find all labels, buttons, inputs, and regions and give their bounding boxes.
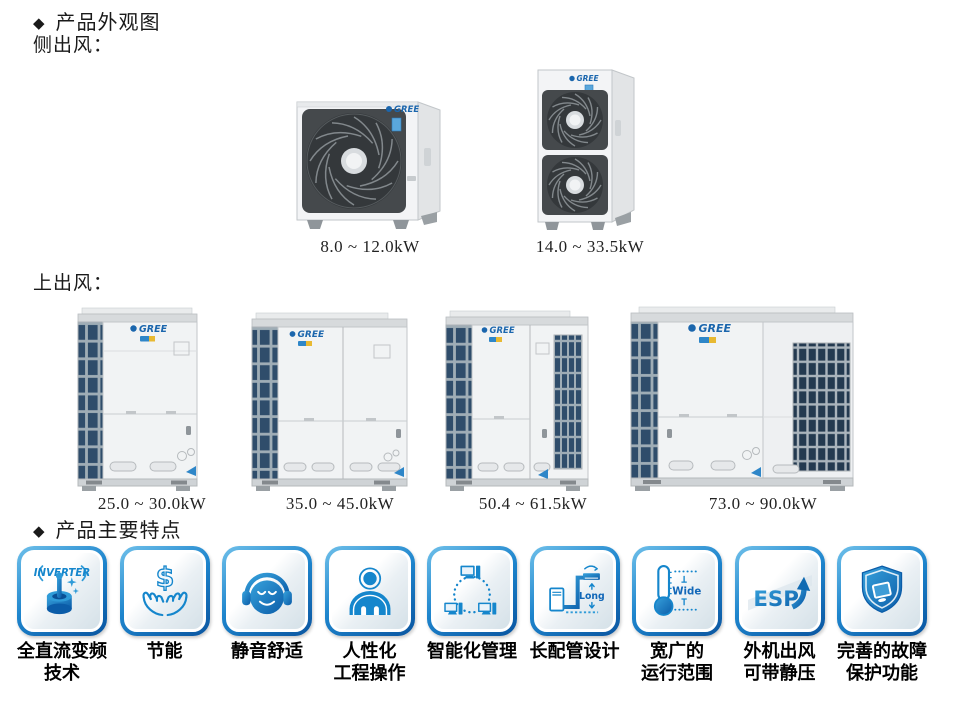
feature-wide-operating-range: Wide 宽广的运行范围: [629, 546, 725, 685]
svg-text:ESP: ESP: [753, 587, 799, 612]
capacity-range-label: 14.0 ~ 33.5kW: [535, 237, 645, 256]
svg-text:GREE: GREE: [298, 330, 325, 340]
feature-tile: [324, 546, 415, 636]
outdoor-unit-image-14-33kw: GREE: [527, 60, 654, 233]
section-heading-appearance: ◆ 产品外观图: [33, 6, 161, 35]
feature-tile: Wide: [632, 546, 722, 636]
capacity-range-label: 25.0 ~ 30.0kW: [97, 494, 207, 513]
diamond-bullet: ◆: [33, 16, 46, 32]
svg-text:INVERTER: INVERTER: [34, 568, 90, 579]
diamond-bullet: ◆: [33, 524, 46, 540]
thermometer-wide-icon: Wide: [653, 565, 701, 616]
feature-tile: ESP: [734, 546, 825, 636]
feature-label: 人性化工程操作: [333, 641, 406, 684]
svg-text:$: $: [155, 563, 174, 594]
features-heading-text: 产品主要特点: [55, 520, 182, 542]
feature-label: 节能: [146, 641, 183, 662]
feature-label: 长配管设计: [529, 641, 620, 662]
capacity-range-label: 73.0 ~ 90.0kW: [708, 494, 818, 513]
headphones-smiley-icon: [242, 572, 292, 615]
section-heading-features: ◆ 产品主要特点: [33, 514, 182, 543]
outdoor-unit-image-73-90kw: GREE: [627, 305, 863, 493]
feature-full-dc-inverter: INVERTER 全直流变频技术: [14, 546, 110, 685]
feature-long-piping-design: Long 长配管设计: [527, 546, 623, 685]
feature-tile: Long: [529, 546, 620, 636]
svg-text:Wide: Wide: [672, 587, 701, 598]
svg-text:GREE: GREE: [577, 74, 600, 83]
feature-tile: [837, 546, 927, 636]
outdoor-unit-image-35-45kw: GREE: [246, 311, 422, 493]
svg-text:GREE: GREE: [490, 326, 515, 336]
feature-label: 完善的故障保护功能: [837, 641, 927, 684]
outdoor-unit-image-50-61kw: GREE: [442, 309, 602, 493]
appearance-heading-text: 产品外观图: [55, 12, 161, 34]
feature-intelligent-management: 智能化管理: [424, 546, 520, 685]
feature-tile: INVERTER: [17, 546, 107, 636]
feature-esp-static-pressure: ESP 外机出风可带静压: [732, 546, 828, 685]
capacity-range-label: 50.4 ~ 61.5kW: [478, 494, 588, 513]
feature-energy-saving: $ 节能: [117, 546, 213, 685]
feature-label: 全直流变频技术: [17, 641, 107, 684]
long-piping-icon: Long: [548, 565, 605, 614]
features-row: INVERTER 全直流变频技术: [14, 546, 930, 685]
shield-monitor-icon: [861, 565, 903, 614]
side-outlet-label: 侧出风：: [33, 35, 114, 56]
top-outlet-label: 上出风：: [33, 273, 114, 294]
feature-label: 静音舒适: [231, 641, 303, 662]
svg-text:GREE: GREE: [699, 322, 732, 335]
networked-computers-icon: [444, 565, 497, 615]
feature-tile: $: [119, 546, 210, 636]
feature-tile: [222, 546, 312, 636]
svg-text:GREE: GREE: [139, 324, 168, 335]
esp-up-arrow-icon: ESP: [747, 575, 812, 612]
feature-label: 宽广的运行范围: [641, 641, 713, 684]
svg-text:GREE: GREE: [394, 105, 419, 115]
feature-user-friendly-operation: 人性化工程操作: [322, 546, 418, 685]
feature-tile: [427, 546, 517, 636]
feature-quiet-comfort: 静音舒适: [219, 546, 315, 685]
feature-label: 智能化管理: [427, 641, 517, 662]
feature-label: 外机出风可带静压: [743, 641, 816, 684]
feature-fault-protection: 完善的故障保护功能: [834, 546, 930, 685]
outdoor-unit-image-8-12kw: GREE: [285, 88, 455, 235]
capacity-range-label: 8.0 ~ 12.0kW: [320, 237, 420, 256]
svg-text:Long: Long: [579, 591, 605, 602]
person-icon: [349, 567, 390, 615]
hands-dollar-icon: $: [141, 562, 188, 617]
inverter-motor-icon: INVERTER: [34, 565, 90, 615]
capacity-range-label: 35.0 ~ 45.0kW: [285, 494, 395, 513]
outdoor-unit-image-25-30kw: GREE: [74, 306, 228, 493]
